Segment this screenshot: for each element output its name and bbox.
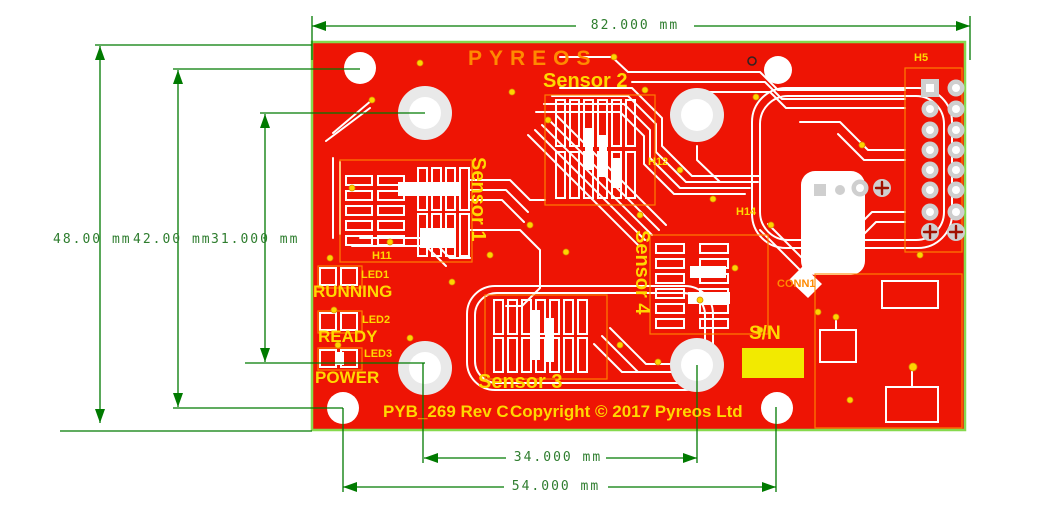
h5-connector-pads (814, 79, 965, 241)
dim-bottom-outer: 54.000 mm (511, 479, 601, 494)
h11-label: H11 (372, 250, 392, 262)
vias (326, 53, 924, 404)
running-label: RUNNING (313, 282, 393, 301)
sensor4-label: Sensor 4 (631, 230, 653, 315)
h14-label: H14 (736, 206, 757, 218)
dimension-lines (60, 16, 971, 492)
dim-left-outer: 48.00 mm (53, 232, 132, 247)
sensor2-label: Sensor 2 (543, 70, 628, 92)
component-outlines (789, 171, 939, 423)
power-label: POWER (315, 368, 380, 387)
led1-label: LED1 (361, 269, 390, 281)
led-pads (319, 267, 358, 368)
serial-label: S/N (749, 323, 781, 344)
dim-left-inner: 31.000 mm (211, 232, 300, 247)
sensor3-footprint (484, 294, 608, 380)
dim-bottom-inner: 34.000 mm (513, 450, 603, 465)
dim-top-width: 82.000 mm (590, 18, 680, 33)
sensor3-label: Sensor 3 (478, 371, 563, 393)
serial-number-plate (742, 348, 804, 378)
dim-left-middle: 42.00 mm (133, 232, 212, 247)
led2-label: LED2 (362, 314, 391, 326)
part-number: PYB_269 Rev C (383, 402, 509, 421)
copper-traces (325, 56, 953, 391)
mounting-holes (327, 52, 793, 424)
sensor4-footprint (649, 234, 769, 335)
pyreos-logo: PYREOS (468, 47, 598, 70)
sensor1-footprint (339, 159, 473, 263)
led3-label: LED3 (364, 348, 393, 360)
sensor1-label: Sensor 1 (467, 157, 489, 242)
copyright-text: Copyright © 2017 Pyreos Ltd (510, 402, 743, 421)
silkscreen-outlines (317, 67, 963, 429)
h5-label: H5 (914, 52, 929, 64)
conn1-label: CONN1 (777, 278, 816, 290)
sensor2-footprint (544, 94, 656, 206)
h12-label: H12 (648, 156, 669, 168)
ready-label: READY (318, 327, 378, 346)
